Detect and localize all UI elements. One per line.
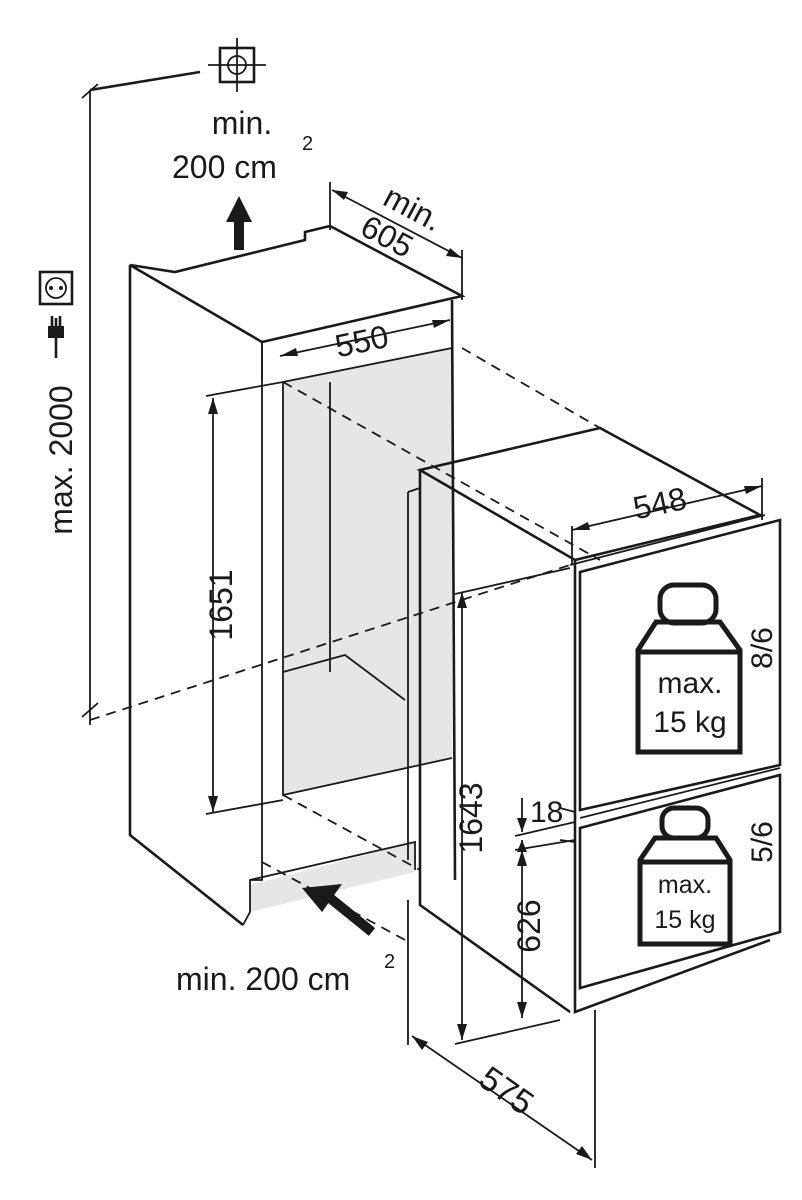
lower-door-ratio: 5/6 [746, 821, 779, 863]
top-vent-line1: min. [212, 105, 272, 141]
lower-door-load: max. 15 kg 5/6 [637, 805, 779, 947]
dimension-max-height: max. 2000 [43, 70, 201, 725]
niche-cabinet [128, 224, 466, 927]
air-flow-arrow-icon [226, 196, 252, 250]
upper-load-line2: 15 kg [653, 706, 726, 739]
dimension-appliance-height: 1643 [453, 567, 571, 1045]
upper-load-line1: max. [657, 667, 722, 700]
dimension-lower-door: 626 [511, 839, 576, 1018]
lower-load-line1: max. [658, 871, 712, 899]
top-ventilation: min. 200 cm 2 [172, 105, 313, 250]
bottom-ventilation: min. 200 cm 2 [176, 884, 395, 997]
gap-label: 18 [530, 796, 563, 829]
lower-load-line2: 15 kg [654, 906, 715, 934]
appliance-height-label: 1643 [453, 782, 489, 853]
appliance-body [407, 426, 782, 1014]
air-flow-arrow-icon [302, 884, 376, 936]
power-plug-icon [48, 316, 64, 358]
bottom-vent-sup: 2 [384, 951, 395, 973]
upper-door-load: max. 15 kg 8/6 [635, 582, 779, 755]
appliance-depth-label: 575 [472, 1059, 540, 1123]
dimension-niche-depth: min. 605 [329, 178, 463, 300]
max-height-label: max. 2000 [43, 385, 79, 534]
weight-icon [637, 805, 733, 947]
power-socket-icon [38, 270, 74, 306]
dimension-niche-height: 1651 [203, 381, 284, 815]
top-vent-sup: 2 [302, 133, 313, 155]
appliance-width-label: 548 [630, 480, 690, 526]
top-vent-line2: 200 cm [172, 149, 277, 185]
niche-height-label: 1651 [203, 569, 239, 640]
upper-door-ratio: 8/6 [746, 627, 779, 669]
bottom-vent-label: min. 200 cm [176, 961, 350, 997]
lower-door-label: 626 [511, 899, 547, 952]
crosshair-symbol-icon [208, 38, 266, 92]
projection-lines [89, 347, 601, 941]
weight-icon [635, 582, 743, 755]
